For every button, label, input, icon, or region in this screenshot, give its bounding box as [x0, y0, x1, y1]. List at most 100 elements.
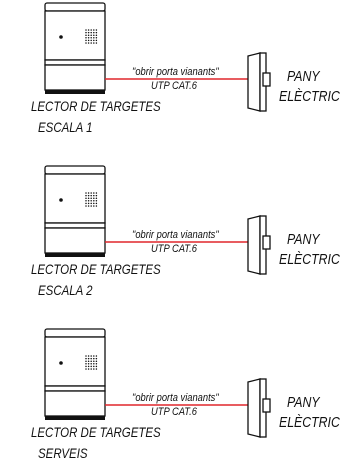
- grille-dot: [93, 197, 95, 199]
- grille-dot: [85, 363, 87, 365]
- unit-group: [44, 328, 271, 438]
- lock-strike-plate: [247, 52, 261, 112]
- reader-base: [45, 253, 105, 257]
- grille-dot: [87, 194, 90, 197]
- grille-dot: [90, 202, 92, 205]
- grille-dot: [90, 39, 92, 42]
- grille-dot: [87, 365, 90, 368]
- grille-dot: [95, 363, 98, 365]
- reader-label-line1: LECTOR DE TARGETES: [31, 98, 161, 114]
- grille-dot: [93, 205, 95, 207]
- grille-dot: [87, 363, 90, 365]
- grille-dot: [87, 192, 90, 194]
- unit-group: [44, 165, 271, 275]
- grille-dot: [85, 357, 87, 360]
- lock-label-line1: PANY: [287, 394, 320, 411]
- card-reader-icon: [44, 165, 106, 257]
- card-reader-icon: [44, 328, 106, 420]
- grille-dot: [95, 31, 98, 34]
- grille-dot: [85, 29, 87, 31]
- grille-dot: [87, 42, 90, 44]
- grille-dot: [90, 368, 92, 370]
- grille-dot: [87, 357, 90, 360]
- grille-dot: [90, 31, 92, 34]
- cable-type-label: UTP CAT.6: [151, 243, 197, 255]
- grille-dot: [93, 363, 95, 365]
- cable-type-label: UTP CAT.6: [151, 406, 197, 418]
- reader-base: [45, 416, 105, 420]
- grille-dot: [90, 365, 92, 368]
- grille-dot: [87, 197, 90, 199]
- reader-face: [44, 10, 106, 61]
- grille-dot: [87, 360, 90, 362]
- grille-dot: [93, 39, 95, 42]
- grille-dot: [93, 360, 95, 362]
- grille-dot: [90, 200, 92, 202]
- grille-dot: [90, 34, 92, 36]
- grille-dot: [95, 42, 98, 44]
- reader-top-cap: [44, 2, 106, 12]
- grille-dot: [93, 368, 95, 370]
- lock-label-line1: PANY: [287, 68, 320, 85]
- grille-dot: [87, 37, 90, 39]
- grille-dot: [90, 360, 92, 362]
- grille-dot: [90, 205, 92, 207]
- grille-dot: [95, 357, 98, 360]
- grille-dot: [90, 197, 92, 199]
- grille-dot: [85, 194, 87, 197]
- grille-dot: [85, 42, 87, 44]
- reader-band: [44, 59, 106, 66]
- grille-dot: [95, 360, 98, 362]
- grille-dot: [85, 355, 87, 357]
- reader-lower-body: [44, 390, 106, 417]
- reader-top-cap: [44, 328, 106, 338]
- grille-dot: [87, 31, 90, 34]
- grille-dot: [87, 29, 90, 31]
- reader-led: [59, 35, 63, 39]
- reader-label-line2: ESCALA 1: [38, 119, 93, 135]
- grille-dot: [85, 368, 87, 370]
- grille-dot: [85, 37, 87, 39]
- grille-dot: [85, 202, 87, 205]
- grille-dot: [90, 37, 92, 39]
- lock-strike-plate: [247, 378, 261, 438]
- lock-latch: [262, 72, 271, 87]
- grille-dot: [93, 42, 95, 44]
- grille-dot: [93, 194, 95, 197]
- speaker-grille: [85, 29, 98, 44]
- grille-dot: [93, 200, 95, 202]
- grille-dot: [87, 205, 90, 207]
- lock-latch: [262, 398, 271, 413]
- grille-dot: [90, 42, 92, 44]
- reader-lower-body: [44, 227, 106, 254]
- grille-dot: [95, 192, 98, 194]
- reader-face: [44, 336, 106, 387]
- lock-strike-plate: [247, 215, 261, 275]
- grille-dot: [87, 200, 90, 202]
- electric-lock-icon: [247, 215, 271, 275]
- lock-label-line2: ELÈCTRIC: [279, 88, 340, 105]
- grille-dot: [85, 197, 87, 199]
- grille-dot: [85, 360, 87, 362]
- grille-dot: [85, 192, 87, 194]
- grille-dot: [95, 29, 98, 31]
- card-reader-icon: [44, 2, 106, 94]
- grille-dot: [90, 29, 92, 31]
- grille-dot: [93, 357, 95, 360]
- grille-dot: [95, 197, 98, 199]
- grille-dot: [87, 39, 90, 42]
- reader-face: [44, 173, 106, 224]
- grille-dot: [90, 192, 92, 194]
- grille-dot: [93, 192, 95, 194]
- reader-lower-body: [44, 64, 106, 91]
- grille-dot: [95, 205, 98, 207]
- grille-dot: [87, 368, 90, 370]
- grille-dot: [95, 194, 98, 197]
- reader-label-line2: SERVEIS: [38, 445, 88, 461]
- grille-dot: [93, 355, 95, 357]
- grille-dot: [85, 200, 87, 202]
- grille-dot: [85, 205, 87, 207]
- cable-signal-label: "obrir porta vianants": [132, 229, 219, 241]
- reader-top-cap: [44, 165, 106, 175]
